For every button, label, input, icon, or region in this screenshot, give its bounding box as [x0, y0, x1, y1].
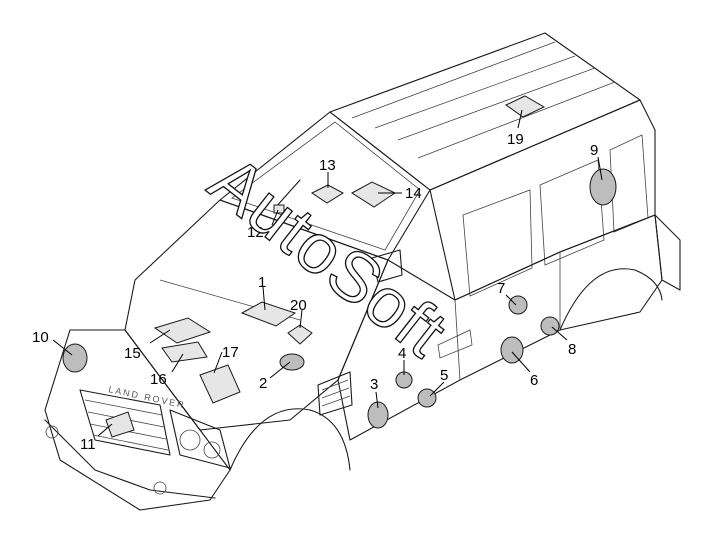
callout-6: 6: [530, 372, 538, 389]
components: [62, 95, 617, 438]
callout-4: 4: [398, 345, 406, 362]
part-5-speaker: [417, 388, 437, 408]
part-8-speaker: [540, 316, 560, 336]
part-17-module: [199, 364, 241, 404]
part-11-horn: [105, 411, 135, 438]
part-16-bracket: [161, 341, 208, 363]
part-12-antenna: [274, 179, 301, 209]
part-20-module: [287, 324, 313, 345]
callout-8: 8: [568, 341, 576, 358]
callout-1: 1: [258, 274, 266, 291]
callout-5: 5: [440, 367, 448, 384]
callout-19: 19: [507, 131, 524, 148]
callout-16: 16: [150, 371, 167, 388]
part-19-module: [505, 95, 546, 118]
callout-labels: 1 2 3 4 5 6 7 8 9 10 11 12 13 14 15 16 1…: [32, 131, 598, 453]
callout-15: 15: [124, 345, 141, 362]
leader-lines: [52, 109, 603, 437]
part-2-speaker: [279, 353, 305, 371]
callout-10: 10: [32, 329, 49, 346]
callout-20: 20: [290, 297, 307, 314]
callout-2: 2: [259, 375, 267, 392]
part-9-speaker: [589, 168, 617, 206]
part-7-speaker: [508, 295, 528, 315]
callout-7: 7: [497, 280, 505, 297]
callout-17: 17: [222, 344, 239, 361]
callout-14: 14: [405, 185, 422, 202]
callout-9: 9: [590, 142, 598, 159]
part-10-speaker: [62, 343, 88, 373]
part-14-module: [351, 181, 397, 208]
part-6-speaker: [500, 336, 524, 364]
callout-3: 3: [370, 376, 378, 393]
part-15-module: [153, 317, 212, 344]
part-1-module: [240, 301, 297, 327]
watermark: AutoSoft: [196, 140, 462, 372]
part-3-speaker: [367, 401, 389, 429]
part-13-module: [311, 184, 344, 204]
callout-11: 11: [80, 436, 96, 453]
part-12-base: [273, 204, 285, 214]
callout-13: 13: [319, 157, 336, 174]
callout-12: 12: [247, 224, 264, 241]
